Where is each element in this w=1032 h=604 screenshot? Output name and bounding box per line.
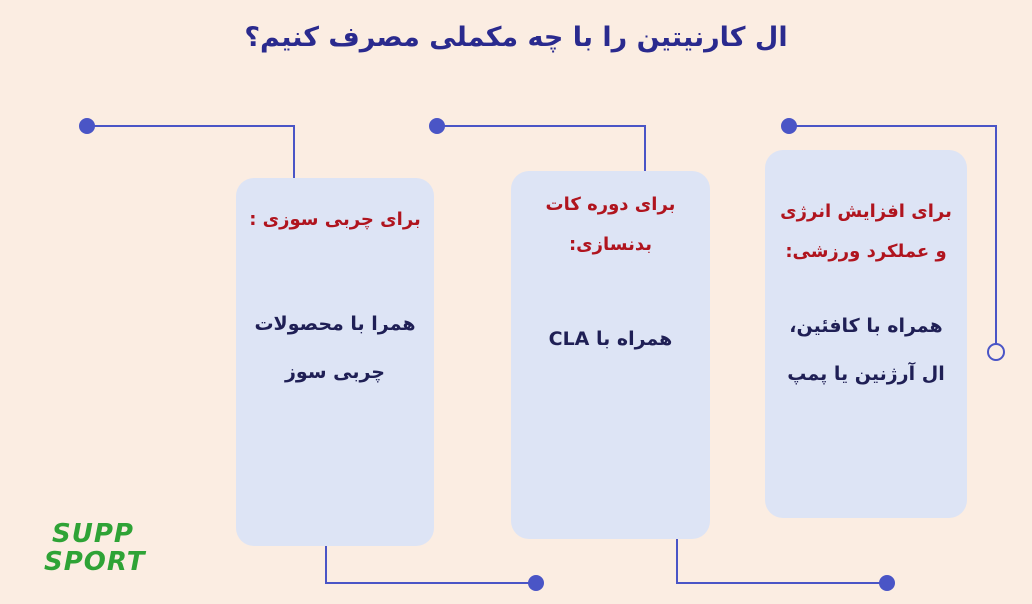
connector-dot-card-3-top [79,118,95,134]
card-energy-performance: برای افزایش انرژی و عملکرد ورزشی: همراه … [765,150,967,518]
brand-logo: SUPP SPORT [44,520,164,576]
card-body: همرا با محصولات چربی سوز [254,313,416,383]
connector-dot-card-1-top [781,118,797,134]
connector-ring-card-1 [987,343,1005,361]
card-cutting-phase: برای دوره کات بدنسازی: همراه با CLA [511,171,710,539]
page-title: ال کارنیتین را با چه مکملی مصرف کنیم؟ [244,22,788,53]
card-fat-burning: برای چربی سوزی : همرا با محصولات چربی سو… [236,178,434,546]
card-heading: برای دوره کات بدنسازی: [545,194,676,255]
connector-dot-card-2-bottom [879,575,895,591]
logo-line-1: SUPP [52,519,134,549]
logo-line-2: SPORT [44,547,146,577]
connector-card-2-bottom [676,539,887,584]
card-heading: برای چربی سوزی : [249,209,421,230]
card-body: همراه با کافئین، ال آرژنین یا پمپ [787,315,945,385]
card-heading: برای افزایش انرژی و عملکرد ورزشی: [780,201,952,262]
connector-card-1-top [789,125,997,352]
connector-card-3-bottom [325,546,536,584]
connector-card-2-top [437,125,646,171]
card-body: همراه با CLA [548,328,673,350]
connector-dot-card-2-top [429,118,445,134]
connector-dot-card-3-bottom [528,575,544,591]
connector-card-3-top [87,125,295,178]
